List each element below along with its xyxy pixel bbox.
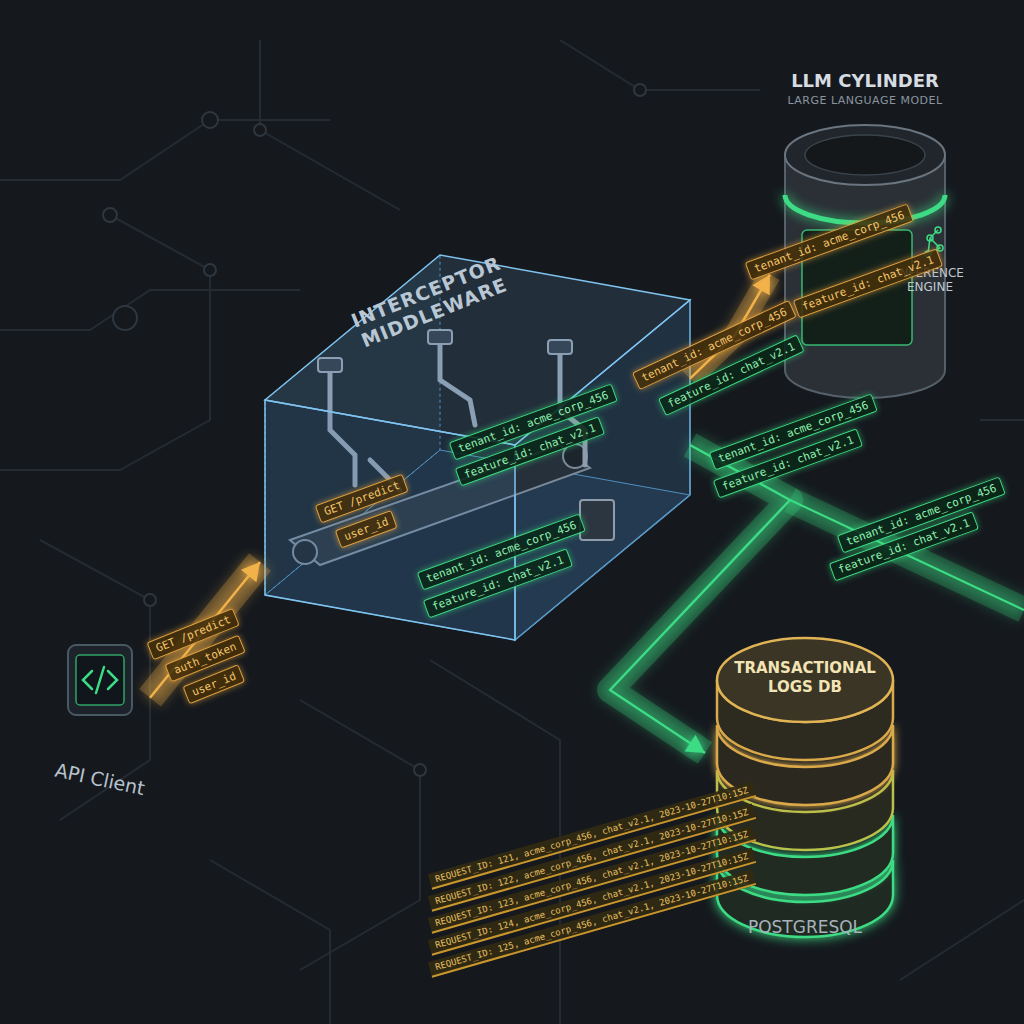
node-subtitle: LARGE LANGUAGE MODEL: [770, 94, 960, 107]
circuit-nodes: [103, 84, 646, 776]
flow-band: [610, 445, 790, 753]
node-title: TRANSACTIONAL LOGS DB: [730, 659, 880, 697]
flow-line: [610, 445, 790, 753]
request-tag: feature_id: chat_v2.1: [793, 248, 943, 318]
arrow-head: [241, 562, 260, 582]
node-caption: POSTGRESQL: [705, 917, 905, 937]
circuit-traces: [0, 40, 1024, 1024]
api-client: API Client: [50, 640, 150, 805]
node-title: API Client: [49, 758, 151, 800]
arrow-head: [684, 735, 705, 753]
node-title: LLM CYLINDER: [770, 70, 960, 91]
data-flow-connector: [610, 445, 790, 753]
request-tag: GET /predict: [315, 474, 409, 524]
request-tag: user_id: [335, 510, 398, 548]
